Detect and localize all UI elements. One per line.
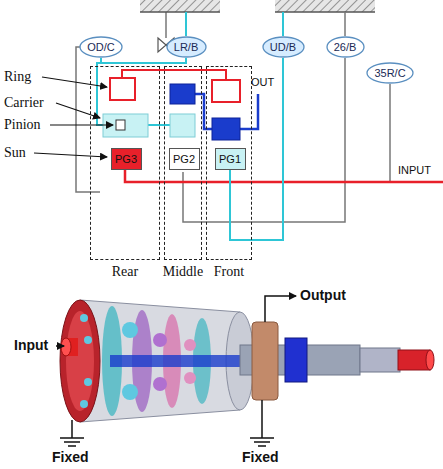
- valve-symbol: [158, 12, 345, 52]
- gear-name: PG2: [173, 153, 195, 165]
- gearset-region: MiddlePG2: [164, 66, 202, 260]
- ellipse-shape: [167, 37, 206, 57]
- element-name: 26/B: [334, 41, 357, 53]
- region-label: Rear: [112, 264, 138, 280]
- gearset-region: FrontPG1: [206, 66, 252, 260]
- clutch-brake-ellipse: 26/B: [326, 36, 365, 58]
- ellipse-shape: [327, 37, 364, 57]
- clutch-brake-ellipse: 35R/C: [366, 62, 414, 84]
- part-label: Output: [300, 287, 346, 303]
- element-name: OD/C: [87, 41, 115, 53]
- leader-arrows: [34, 77, 113, 157]
- ellipse-shape: [263, 37, 304, 57]
- part-label: Sun: [4, 145, 26, 161]
- callout-arrows: [56, 296, 296, 446]
- ellipse-shape: [367, 63, 413, 83]
- part-label: OUT: [251, 76, 274, 88]
- element-name: UD/B: [270, 41, 296, 53]
- planetary-gear-box: PG3: [111, 148, 142, 170]
- planetary-gear-box: PG2: [169, 148, 200, 170]
- shaft-wires: [76, 47, 443, 222]
- part-label: Pinion: [4, 117, 41, 133]
- gear-name: PG3: [115, 153, 137, 165]
- region-label: Front: [214, 264, 244, 280]
- clutch-brake-ellipse: UD/B: [262, 36, 305, 58]
- part-label: Fixed: [52, 449, 89, 465]
- ground-hatch: [140, 0, 375, 12]
- gear-elements: [103, 78, 240, 140]
- gear-name: PG1: [219, 153, 241, 165]
- transmission-illustration: [60, 300, 434, 422]
- gearset-region: RearPG3: [90, 66, 160, 260]
- part-label: INPUT: [398, 164, 431, 176]
- clutch-brake-ellipse: LR/B: [166, 36, 207, 58]
- element-name: 35R/C: [374, 67, 405, 79]
- element-name: LR/B: [174, 41, 198, 53]
- part-label: Input: [14, 337, 48, 353]
- part-label: Carrier: [4, 95, 44, 111]
- ellipse-shape: [80, 37, 122, 57]
- part-label: Ring: [4, 69, 31, 85]
- part-label: Fixed: [242, 449, 279, 465]
- clutch-brake-ellipse: OD/C: [79, 36, 123, 58]
- planetary-gear-box: PG1: [215, 148, 246, 170]
- region-label: Middle: [163, 264, 203, 280]
